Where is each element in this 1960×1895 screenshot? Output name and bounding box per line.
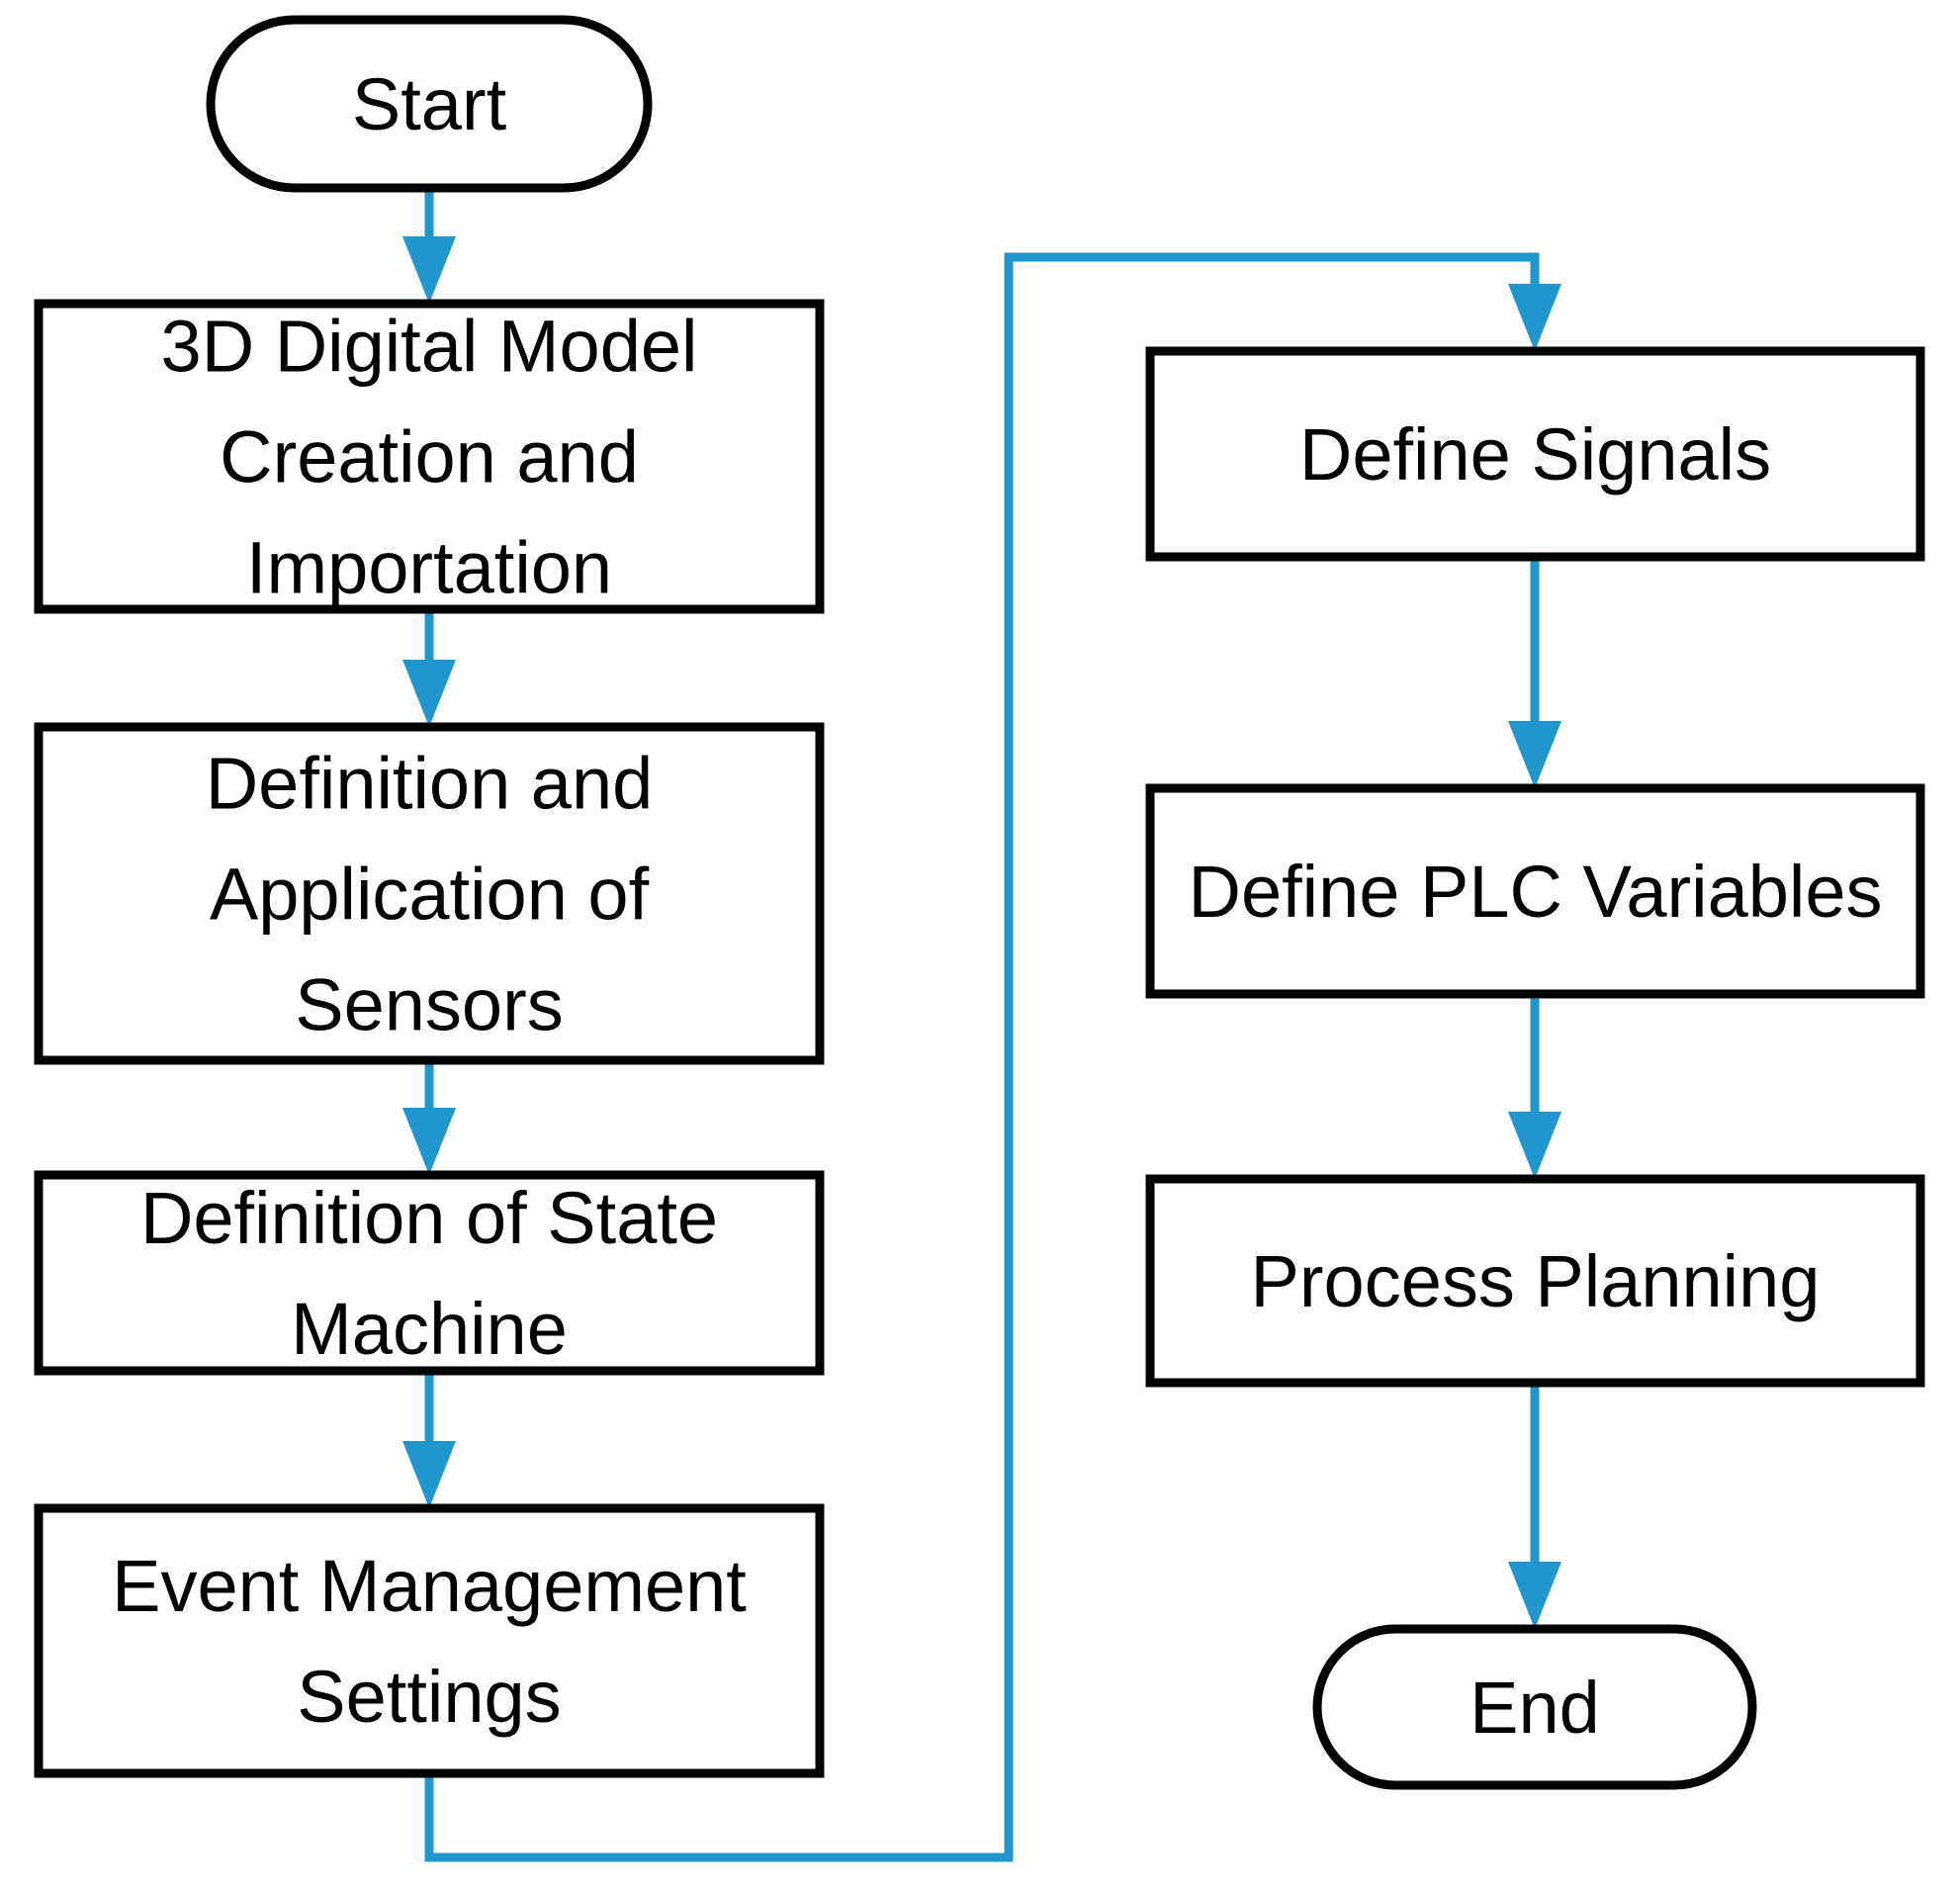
node-process: Process Planning xyxy=(1145,1174,1925,1388)
node-label-plc: Define PLC Variables xyxy=(1189,851,1883,933)
process-shape xyxy=(34,722,825,1065)
node-label-start: Start xyxy=(352,63,507,145)
edge-events-signals xyxy=(424,252,1561,1862)
edge-signals-plc xyxy=(1508,557,1561,788)
arrowhead-icon xyxy=(402,1108,456,1175)
process-shape xyxy=(1145,1174,1925,1388)
process-shape xyxy=(34,299,825,614)
node-label-end: End xyxy=(1470,1667,1600,1749)
node-label-signals: Define Signals xyxy=(1299,413,1771,496)
node-label-process: Process Planning xyxy=(1251,1240,1821,1322)
edge-model-sensors xyxy=(402,609,456,727)
edge-sensors-state xyxy=(402,1060,456,1175)
edge-state-events xyxy=(402,1371,456,1508)
arrowhead-icon xyxy=(402,660,456,727)
arrowhead-icon xyxy=(402,1441,456,1508)
process-shape xyxy=(34,1503,825,1778)
terminator-shape xyxy=(206,15,653,193)
terminator-shape xyxy=(1312,1624,1757,1790)
arrowhead-icon xyxy=(1508,1112,1561,1179)
node-end: End xyxy=(1312,1624,1757,1790)
edge-process-end xyxy=(1508,1383,1561,1629)
process-shape xyxy=(34,1170,825,1376)
node-signals: Define Signals xyxy=(1145,346,1925,562)
arrowhead-icon xyxy=(402,236,456,304)
arrowhead-icon xyxy=(1508,284,1561,351)
edge-plc-process xyxy=(1508,994,1561,1179)
arrowhead-icon xyxy=(1508,1562,1561,1629)
node-start: Start xyxy=(206,15,653,193)
arrowhead-icon xyxy=(1508,721,1561,788)
connector-line xyxy=(424,252,1540,1862)
node-plc: Define PLC Variables xyxy=(1145,783,1925,999)
edge-start-model xyxy=(402,190,456,304)
process-shape xyxy=(1145,346,1925,562)
process-shape xyxy=(1145,783,1925,999)
